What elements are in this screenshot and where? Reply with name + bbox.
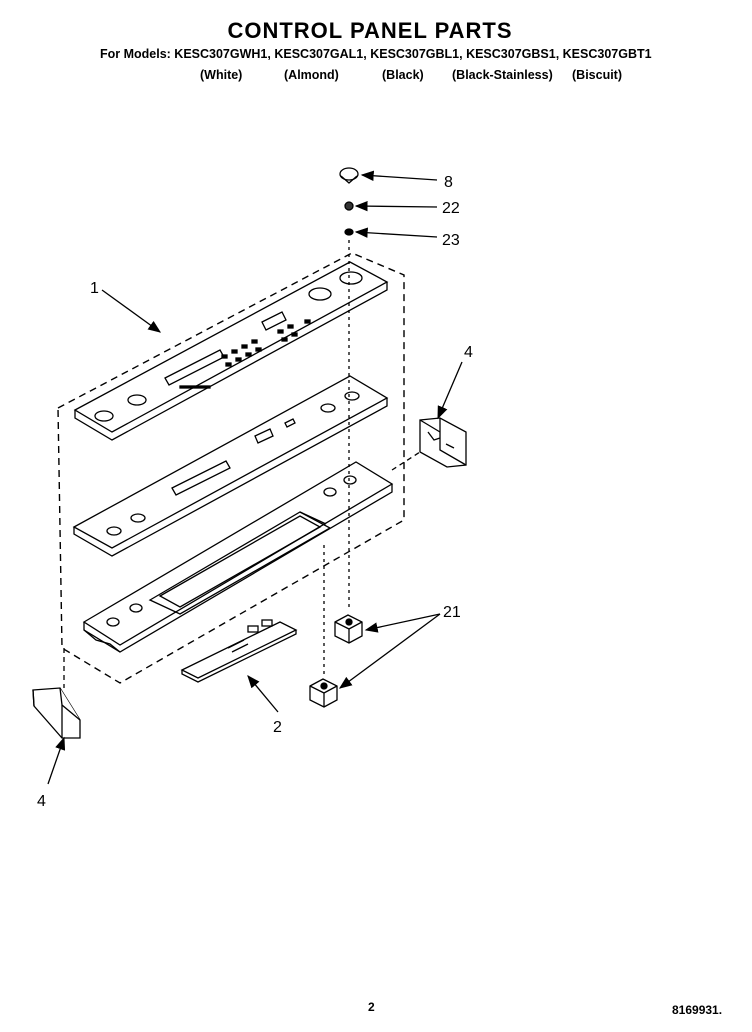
switch-lower bbox=[309, 545, 338, 708]
callout-8: 8 bbox=[444, 174, 453, 191]
knob-spring bbox=[344, 201, 354, 211]
diagram-title: CONTROL PANEL PARTS bbox=[227, 18, 513, 43]
callout-4-right: 4 bbox=[464, 344, 473, 361]
knob-washer bbox=[344, 228, 354, 236]
color-white: (White) bbox=[200, 68, 243, 82]
callout-4-left: 4 bbox=[37, 793, 46, 810]
color-almond: (Almond) bbox=[284, 68, 339, 82]
callout-2: 2 bbox=[273, 719, 282, 736]
end-cap-right bbox=[391, 417, 467, 471]
color-black: (Black) bbox=[382, 68, 424, 82]
switch-upper bbox=[334, 614, 363, 644]
callout-22: 22 bbox=[442, 200, 460, 217]
end-cap-left bbox=[32, 648, 81, 739]
callout-leaders bbox=[47, 170, 463, 785]
knob-assembly bbox=[339, 167, 359, 610]
color-black-stainless: (Black-Stainless) bbox=[452, 68, 553, 82]
callout-21: 21 bbox=[443, 604, 461, 621]
callout-1: 1 bbox=[90, 280, 99, 297]
callout-23: 23 bbox=[442, 232, 460, 249]
overlay-panel bbox=[73, 261, 389, 441]
document-number: 8169931. bbox=[672, 1003, 723, 1017]
models-line: For Models: KESC307GWH1, KESC307GAL1, KE… bbox=[100, 47, 652, 61]
overlay-keypad bbox=[179, 319, 311, 389]
page-number: 2 bbox=[368, 1000, 375, 1014]
control-panel-housing bbox=[82, 461, 394, 653]
middle-panel bbox=[72, 375, 389, 557]
electronic-control-board bbox=[180, 619, 298, 683]
color-biscuit: (Biscuit) bbox=[572, 68, 622, 82]
knob bbox=[339, 167, 359, 181]
